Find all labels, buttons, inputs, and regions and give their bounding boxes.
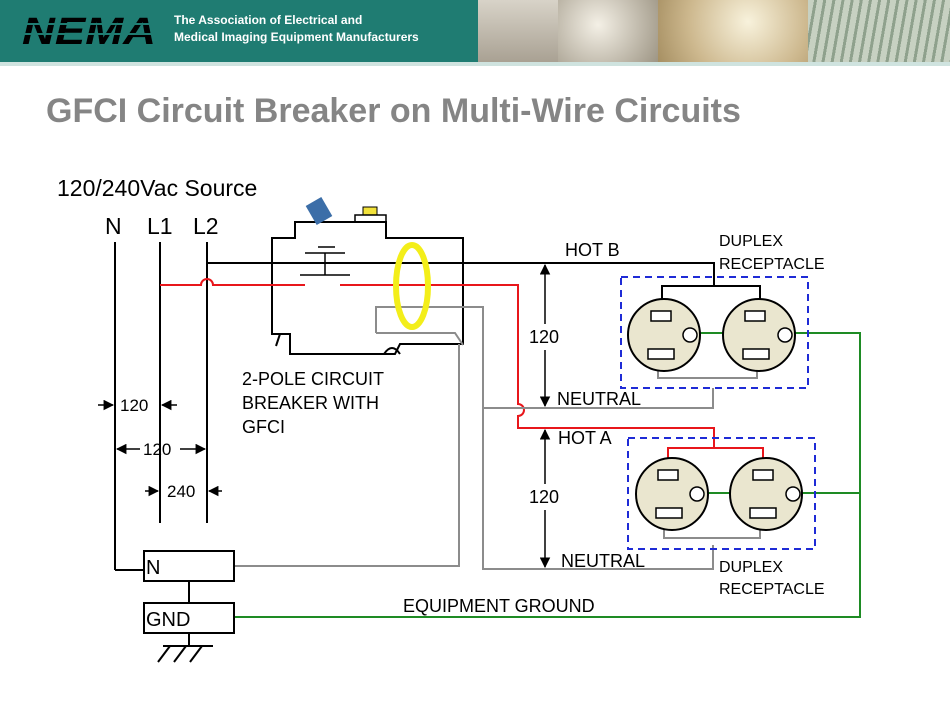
neutral-to-n-bar xyxy=(234,344,460,567)
ground-bar: GND xyxy=(143,602,235,634)
voltage-l1-l2-dimension: 240 xyxy=(145,482,222,501)
hot-b-wire xyxy=(207,262,715,286)
equipment-ground-label: EQUIPMENT GROUND xyxy=(403,596,595,616)
receptacle-bottom-label-1: DUPLEX xyxy=(719,559,783,576)
lower-120-dimension: 120 xyxy=(529,428,559,569)
upper-outlet-left xyxy=(627,298,701,372)
tagline-line-2: Medical Imaging Equipment Manufacturers xyxy=(174,30,419,44)
earth-ground-icon xyxy=(157,633,213,663)
hot-a-label: HOT A xyxy=(558,428,612,448)
neutral-lower-label: NEUTRAL xyxy=(561,551,645,571)
neutral-conductor-label: N xyxy=(105,213,122,239)
receptacle-top-label-1: DUPLEX xyxy=(719,233,783,250)
line2-conductor-label: L2 xyxy=(193,213,219,239)
nema-logo: NEMA xyxy=(20,11,160,50)
line1-conductor-label: L1 xyxy=(147,213,173,239)
voltage-n-l1-dimension: 120 xyxy=(98,396,177,415)
lower-outlet-right xyxy=(729,457,803,531)
source-label: 120/240Vac Source xyxy=(57,175,257,201)
hot-a-branch xyxy=(667,447,764,466)
upper-outlet-right xyxy=(722,298,796,372)
upper-duplex-receptacle xyxy=(620,276,809,389)
voltage-n-l1-label: 120 xyxy=(120,396,148,415)
breaker-label-2: BREAKER WITH xyxy=(242,393,379,413)
voltage-lower-label: 120 xyxy=(529,487,559,507)
receptacle-bottom-label-2: RECEPTACLE xyxy=(719,581,825,598)
neutral-upper-label: NEUTRAL xyxy=(557,389,641,409)
upper-120-dimension: 120 xyxy=(529,263,559,408)
neutral-upper-wire xyxy=(375,306,714,409)
hot-b-branch-left xyxy=(661,285,761,305)
neutral-bar-label: N xyxy=(146,557,160,579)
voltage-l1-l2-label: 240 xyxy=(167,482,195,501)
voltage-n-l2-dimension: 120 xyxy=(115,440,207,459)
neutral-bar: N xyxy=(143,550,235,582)
voltage-upper-label: 120 xyxy=(529,327,559,347)
test-button xyxy=(362,206,378,216)
neutral-breaker-return xyxy=(376,332,464,346)
lower-outlet-left xyxy=(635,457,709,531)
breaker-label-1: 2-POLE CIRCUIT xyxy=(242,369,384,389)
voltage-n-l2-label: 120 xyxy=(143,440,171,459)
receptacle-top-label-2: RECEPTACLE xyxy=(719,256,825,273)
header-photo-strip xyxy=(478,0,950,62)
photo-pane-4 xyxy=(808,0,950,62)
lower-duplex-receptacle xyxy=(627,437,816,550)
gfci-current-sensor xyxy=(393,242,431,330)
breaker-handle xyxy=(305,196,333,226)
photo-pane-1 xyxy=(478,0,558,62)
slide-title: GFCI Circuit Breaker on Multi-Wire Circu… xyxy=(46,92,741,130)
header-banner: NEMA The Association of Electrical and M… xyxy=(0,0,950,62)
header-rule xyxy=(0,62,950,66)
hot-b-label: HOT B xyxy=(565,240,620,260)
tagline-line-1: The Association of Electrical and xyxy=(174,13,363,27)
photo-pane-3 xyxy=(658,0,808,62)
header-tagline: The Association of Electrical and Medica… xyxy=(174,12,419,46)
gfci-circuit-breaker xyxy=(271,196,464,355)
ground-bar-label: GND xyxy=(146,609,190,631)
photo-pane-2 xyxy=(558,0,658,62)
svg-text:NEMA: NEMA xyxy=(22,11,156,50)
neutral-lower-wire xyxy=(482,408,714,570)
hot-a-wire xyxy=(160,278,715,448)
breaker-label-3: GFCI xyxy=(242,417,285,437)
